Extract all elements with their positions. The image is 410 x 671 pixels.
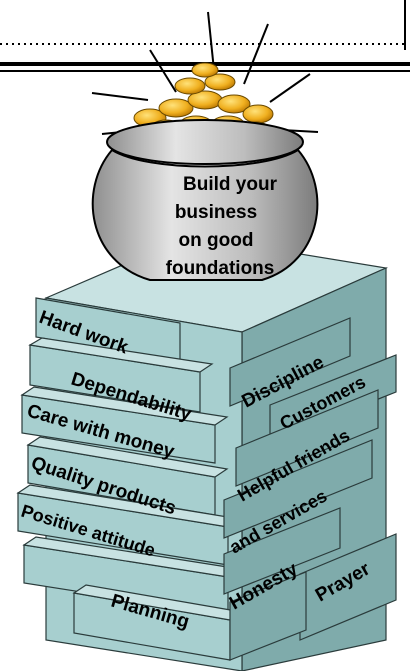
right-brick-rows [223,317,397,661]
pot-caption: Build your business on good foundations [166,174,278,279]
left-brick-rows [17,297,231,661]
brick-tower [16,235,397,671]
coin-pot [91,62,319,281]
pot-line-2: business [175,202,257,223]
top-banner [0,0,410,72]
pot-line-1: Build your [183,174,278,195]
pot-line-3: on good [179,230,254,251]
pot-line-4: foundations [166,258,275,279]
